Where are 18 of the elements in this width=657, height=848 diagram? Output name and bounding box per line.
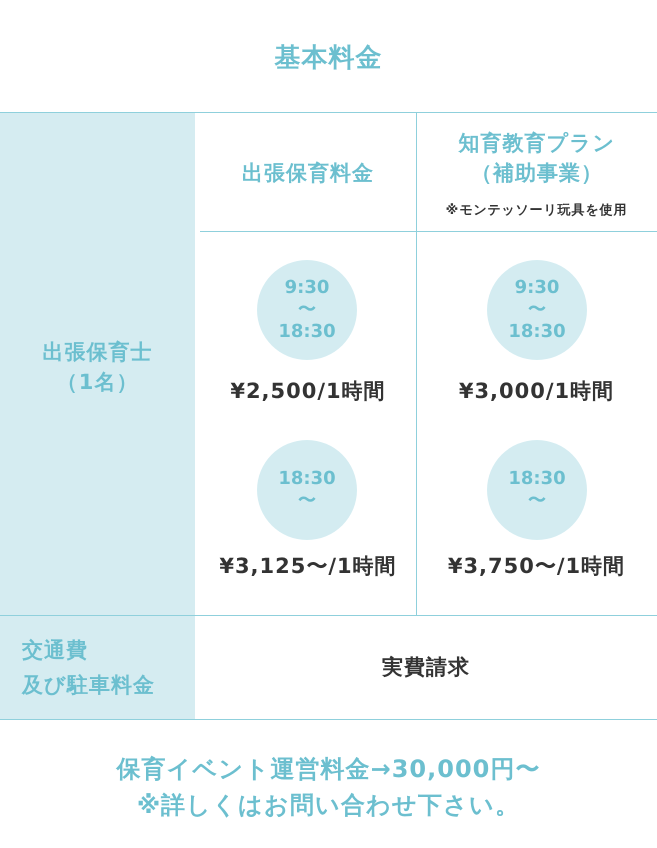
title: 基本料金 (274, 42, 384, 75)
footer-note: ※詳しくはお問い合わせ下さい。 (136, 790, 522, 821)
column-heading: 知育教育プラン（補助事業） (457, 130, 616, 187)
time-circle: 18:30 〜 (257, 440, 357, 540)
note-text: ※モンテッソーリ玩具を使用 (444, 202, 628, 220)
row-heading: 及び駐車料金 (22, 672, 156, 699)
cell-text: 実費請求 (381, 654, 471, 681)
price-text: ¥3,125〜/1時間 (218, 553, 398, 580)
column-heading: 出張保育料金 (241, 160, 375, 187)
price-text: ¥3,750〜/1時間 (446, 553, 626, 580)
time-circle: 9:30 〜 18:30 (487, 260, 587, 360)
price-text: ¥2,500/1時間 (229, 378, 387, 405)
footer-note: 保育イベント運営料金→30,000円〜 (114, 754, 542, 785)
time-circle: 18:30 〜 (487, 440, 587, 540)
row-heading: 出張保育士（1名） (42, 339, 154, 396)
price-text: ¥3,000/1時間 (458, 378, 616, 405)
time-circle: 9:30 〜 18:30 (257, 260, 357, 360)
row-heading: 交通費 (22, 637, 89, 664)
